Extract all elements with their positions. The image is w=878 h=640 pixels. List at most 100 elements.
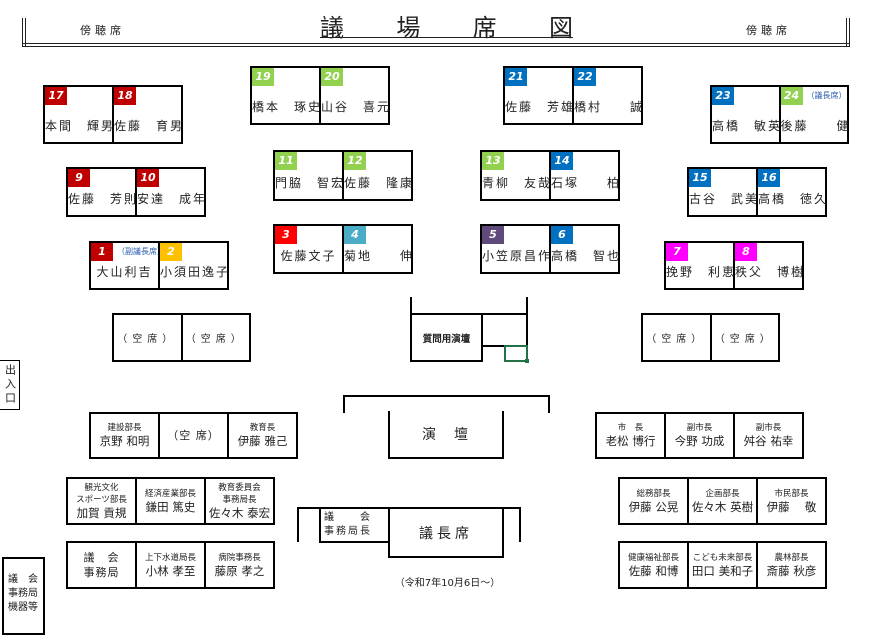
member-seat-23[interactable]: 23 高橋 敏英 [712,87,783,142]
seat-number-badge: 2 [160,243,182,261]
executive-role: 上下水道局長 [144,552,196,563]
executive-name: 小林 孝至 [145,563,196,578]
executive-seat[interactable]: 企画部長佐々木 英樹 [687,479,756,523]
seat-number-badge: 4 [344,226,366,244]
executive-seat[interactable]: 総務部長伊藤 公晃 [620,479,687,523]
executive-seat[interactable]: 経済産業部長鎌田 篤史 [135,479,204,523]
executive-name: 伊藤 敬 [766,499,817,514]
title-char: 図 [548,14,573,42]
executive-seat[interactable]: 教育長伊藤 雅己 [227,414,296,457]
executive-role: 総務部長 [636,488,671,499]
empty-seat[interactable]: （空席） [180,315,250,360]
question-podium[interactable]: 質問用演壇 [410,313,483,362]
executive-seat[interactable]: こども未来部長田口 美和子 [687,543,756,587]
empty-seat[interactable]: （空席） [114,315,181,360]
member-name: 挽野 利恵 [666,265,737,279]
executive-row: 議 会 事務局上下水道局長小林 孝至病院事務長藤原 孝之 [66,541,275,589]
podium-bracket [343,395,550,413]
member-name: 高橋 敏英 [712,119,783,133]
seat-number-badge: 3 [275,226,297,244]
member-name: 佐藤 芳雄 [505,100,576,114]
equipment-label: 事務局 [8,588,38,599]
member-name: 佐藤文子 [280,249,337,263]
speaker-podium: 演 壇 [388,411,504,459]
executive-seat[interactable]: 建設部長京野 和明 [91,414,158,457]
equipment-label: 議 会 [8,574,38,585]
executive-name: 斎藤 秋彦 [766,563,817,578]
selection-handle[interactable] [525,359,529,363]
member-name: 小笠原昌作 [482,249,553,263]
empty-seat[interactable]: （空席） [709,315,779,360]
executive-seat[interactable]: 上下水道局長小林 孝至 [135,543,204,587]
member-seat-24[interactable]: 24（議長席）後藤 健 [778,87,849,142]
seat-number-badge: 20 [321,68,343,86]
member-name: 橋村 誠 [574,100,645,114]
member-name: 小須田逸子 [160,265,231,279]
seat-number-badge: 23 [712,87,734,105]
executive-seat[interactable]: 議 会 事務局 [68,543,135,587]
seat-number-badge: 1 [91,243,113,261]
executive-seat[interactable]: （空 席） [158,414,227,457]
seat-number-badge: 16 [758,169,780,187]
secretariat-chief-seat: 議 会事務局長 [319,507,390,543]
question-podium-side [481,313,528,347]
executive-name: 佐藤 和博 [628,563,679,578]
seat-number-badge: 8 [735,243,757,261]
header-frame-left [22,18,26,46]
seat-number-badge: 5 [482,226,504,244]
member-seat-5[interactable]: 5 小笠原昌作 [482,226,553,272]
seat-note: （議長席） [806,91,847,100]
seat-number-badge: 15 [689,169,711,187]
empty-seat[interactable]: （空席） [643,315,710,360]
executive-seat[interactable]: 副市長今野 功成 [664,414,733,457]
executive-seat[interactable]: 市 長老松 博行 [597,414,664,457]
empty-seat-label: （空席） [714,334,775,345]
executive-seat[interactable]: 農林部長斎藤 秋彦 [756,543,825,587]
executive-seat[interactable]: 観光文化 スポーツ部長加賀 貢規 [68,479,135,523]
empty-seat-label: （空席） [117,334,178,345]
selected-cell[interactable] [504,345,528,362]
member-seat-2[interactable]: 2 小須田逸子 [158,243,231,288]
member-name: 青柳 友哉 [482,176,553,190]
member-seat-16[interactable]: 16 高橋 徳久 [756,169,829,215]
executive-name: （空 席） [167,429,220,442]
executive-seat[interactable]: 副市長舛谷 祐幸 [733,414,802,457]
member-name: 安達 成年 [137,192,208,206]
executive-role: 病院事務長 [218,552,261,563]
executive-name: 今野 功成 [674,434,725,448]
executive-name: 佐々木 泰宏 [208,505,271,520]
executive-role: 教育委員会 事務局長 [218,482,261,505]
equipment-box: 議 会事務局機器等 [2,557,45,635]
executive-seat[interactable]: 病院事務長藤原 孝之 [204,543,273,587]
executive-seat[interactable]: 市民部長伊藤 敬 [756,479,825,523]
executive-seat[interactable]: 健康福祉部長佐藤 和博 [620,543,687,587]
member-seat-3[interactable]: 3 佐藤文子 [275,226,342,272]
member-name: 高橋 徳久 [758,192,829,206]
executive-seat[interactable]: 教育委員会 事務局長佐々木 泰宏 [204,479,273,523]
executive-name: 舛谷 祐幸 [743,434,794,448]
member-seat-1[interactable]: 1（副議長席）大山利吉 [91,243,165,288]
